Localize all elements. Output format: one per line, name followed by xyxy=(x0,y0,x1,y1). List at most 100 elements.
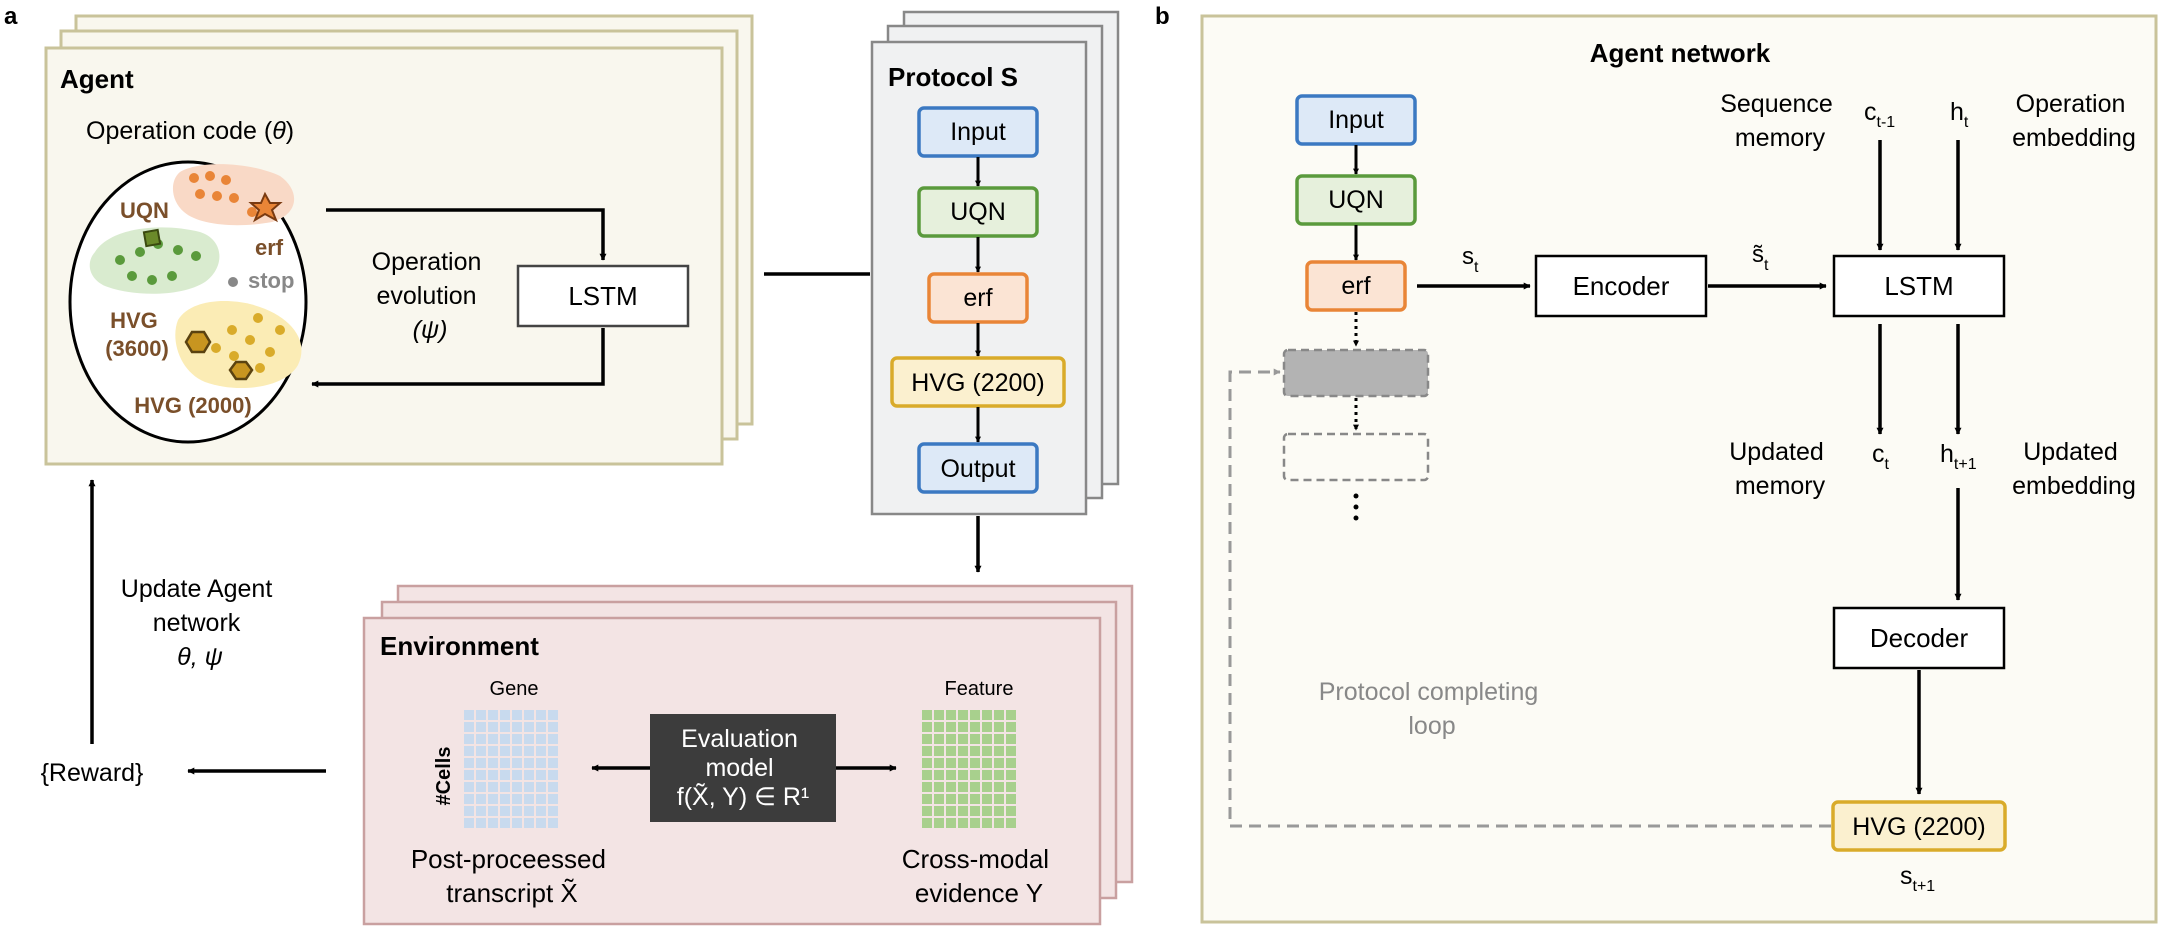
net-lstm-box xyxy=(1832,254,2006,318)
matrix-cell xyxy=(934,806,944,816)
matrix-cell xyxy=(512,722,522,732)
matrix-cell xyxy=(970,722,980,732)
uqn-cluster xyxy=(89,227,220,294)
agent-title: Agent xyxy=(60,64,134,94)
hvg-3600-label: HVG (3600) xyxy=(105,308,169,361)
protocol-hvg-label: HVG (2200) xyxy=(911,369,1044,397)
evaluation-model-box xyxy=(650,714,836,822)
matrix-cell xyxy=(922,818,932,828)
matrix-cell xyxy=(922,710,932,720)
matrix-cell xyxy=(958,734,968,744)
matrix-cell xyxy=(958,782,968,792)
matrix-cell xyxy=(488,770,498,780)
matrix-cell xyxy=(982,782,992,792)
s-t-label: st xyxy=(1462,243,1479,276)
matrix-cell xyxy=(958,746,968,756)
matrix-cell xyxy=(970,770,980,780)
matrix-cell xyxy=(500,734,510,744)
matrix-cell xyxy=(500,770,510,780)
matrix-cell xyxy=(982,746,992,756)
matrix-cell xyxy=(476,758,486,768)
matrix-cell xyxy=(536,770,546,780)
s-tilde-label: s̃t xyxy=(1752,241,1769,274)
matrix-cell xyxy=(970,794,980,804)
matrix-cell xyxy=(524,758,534,768)
matrix-cell xyxy=(922,770,932,780)
matrix-cell xyxy=(1006,794,1016,804)
matrix-cell xyxy=(476,746,486,756)
evaluation-model-label: Evaluation model f(X̃, Y) ∈ R¹ xyxy=(677,725,809,811)
matrix-cell xyxy=(548,746,558,756)
matrix-cell xyxy=(488,722,498,732)
matrix-cell xyxy=(464,734,474,744)
matrix-cell xyxy=(548,710,558,720)
matrix-cell xyxy=(464,806,474,816)
updated-memory-label: Updated memory xyxy=(1729,438,1830,500)
matrix-cell xyxy=(946,818,956,828)
matrix-cell xyxy=(488,782,498,792)
matrix-cell xyxy=(488,818,498,828)
matrix-cell xyxy=(934,770,944,780)
matrix-cell xyxy=(922,734,932,744)
lstm-to-code-arrow xyxy=(311,328,605,388)
matrix-cell xyxy=(548,818,558,828)
matrix-cell xyxy=(500,818,510,828)
net-input-label: Input xyxy=(1328,106,1384,134)
operation-code-label: Operation code (θ) xyxy=(86,117,294,145)
matrix-cell xyxy=(946,746,956,756)
matrix-cell xyxy=(922,722,932,732)
hvg-2000-label: HVG (2000) xyxy=(134,393,251,418)
matrix-cell xyxy=(500,710,510,720)
matrix-cell xyxy=(982,710,992,720)
update-agent-label: Update Agent network θ, ψ xyxy=(121,575,279,671)
matrix-cell xyxy=(536,818,546,828)
matrix-cell xyxy=(500,794,510,804)
matrix-cell xyxy=(536,746,546,756)
matrix-cell xyxy=(958,710,968,720)
matrix-cell xyxy=(994,818,1004,828)
c-t-label: ct xyxy=(1872,440,1890,473)
cross-modal-label: Cross-modal evidence Y xyxy=(902,844,1057,908)
matrix-cell xyxy=(500,782,510,792)
agent-network-title: Agent network xyxy=(1590,38,1771,68)
matrix-cell xyxy=(476,770,486,780)
hvg-cluster xyxy=(175,301,302,389)
matrix-cell xyxy=(958,758,968,768)
protocol-output-label: Output xyxy=(940,455,1015,483)
post-processed-label: Post-proceessed transcript X̃ xyxy=(411,844,613,908)
matrix-cell xyxy=(970,734,980,744)
matrix-cell xyxy=(934,794,944,804)
protocol-completing-loop-arrow xyxy=(1228,368,1831,828)
protocol-title: Protocol S xyxy=(888,62,1018,92)
matrix-cell xyxy=(524,818,534,828)
matrix-cell xyxy=(536,782,546,792)
protocol-steps: Input UQN erf HVG (2200) Output xyxy=(890,106,1066,494)
matrix-cell xyxy=(946,794,956,804)
sequence-memory-label: Sequence memory xyxy=(1720,90,1840,152)
net-uqn-box xyxy=(1295,174,1417,226)
matrix-cell xyxy=(488,794,498,804)
matrix-cell xyxy=(994,734,1004,744)
stop-dot-icon xyxy=(228,277,238,287)
operation-evolution-label: Operation evolution (ψ) xyxy=(372,248,489,344)
matrix-cell xyxy=(1006,782,1016,792)
matrix-cell xyxy=(524,734,534,744)
matrix-cell xyxy=(958,806,968,816)
matrix-cell xyxy=(488,710,498,720)
matrix-cell xyxy=(536,722,546,732)
gene-label: Gene xyxy=(490,678,539,700)
operation-embedding-label: Operation embedding xyxy=(2012,90,2136,152)
matrix-cell xyxy=(934,722,944,732)
matrix-cell xyxy=(536,806,546,816)
matrix-cell xyxy=(934,746,944,756)
matrix-cell xyxy=(512,758,522,768)
protocol-uqn-box xyxy=(917,186,1039,238)
hvg-hexagon-icon xyxy=(184,330,212,354)
h-t-label: ht xyxy=(1950,98,1969,131)
matrix-cell xyxy=(970,818,980,828)
matrix-cell xyxy=(548,806,558,816)
matrix-cell xyxy=(922,806,932,816)
gene-grid xyxy=(464,710,558,828)
matrix-cell xyxy=(476,710,486,720)
